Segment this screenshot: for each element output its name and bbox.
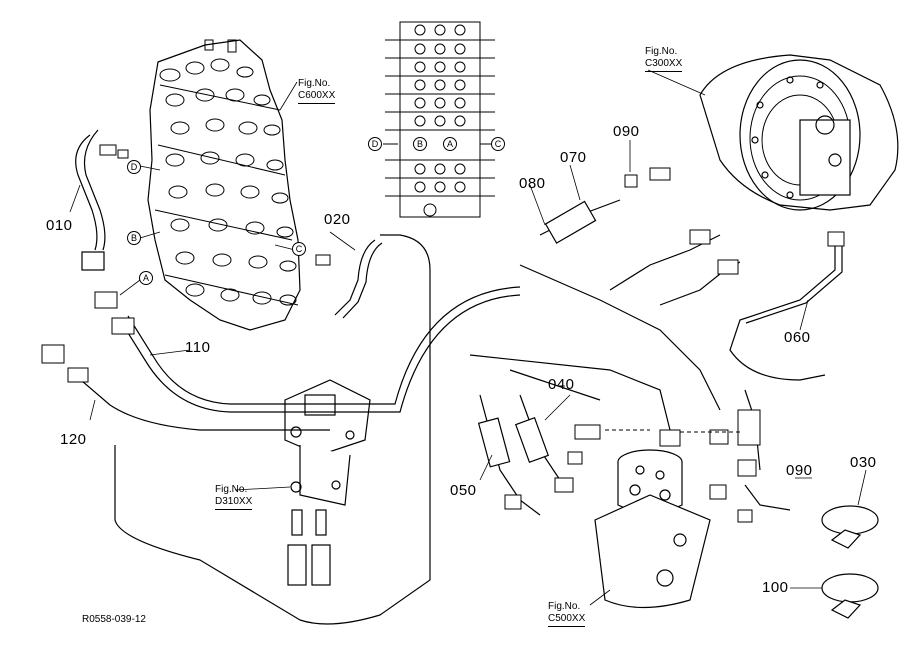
valve-schematic (383, 21, 495, 218)
fig-code: C600XX (298, 90, 336, 104)
part-label-050: 050 (450, 482, 477, 499)
control-valve-assembly (147, 39, 301, 331)
part-label-070: 070 (560, 149, 587, 166)
part-label-110: 110 (185, 339, 211, 356)
swivel-joint (594, 449, 711, 609)
part-label-120: 120 (60, 431, 87, 448)
fig-no-label: Fig.No. (298, 78, 331, 89)
part-label-040: 040 (548, 376, 575, 393)
part-label-010: 010 (46, 217, 73, 234)
figure-ref-swivel-joint: Fig.No. C500XX (548, 601, 586, 627)
fig-code: C300XX (645, 58, 683, 72)
travel-motor (699, 54, 899, 211)
leader-lines (69, 69, 867, 606)
drawing-reference: R0558-039-12 (82, 614, 146, 625)
part-label-080: 080 (519, 175, 546, 192)
fig-code: D310XX (215, 496, 253, 510)
figure-ref-control-valve: Fig.No. C600XX (298, 78, 336, 104)
figure-ref-pilot-valve: Fig.No. D310XX (215, 484, 253, 510)
part-label-030: 030 (850, 454, 877, 471)
part-label-060: 060 (784, 329, 811, 346)
schematic-marker-d: D (368, 137, 382, 151)
part-label-100: 100 (762, 579, 789, 596)
part-label-020: 020 (324, 211, 351, 228)
part-label-090-upper: 090 (613, 123, 640, 140)
hose-clamps (821, 505, 879, 619)
hoses (74, 129, 843, 625)
fig-no-label: Fig.No. (548, 601, 581, 612)
marker-b: B (127, 231, 141, 245)
figure-ref-travel-motor: Fig.No. C300XX (645, 46, 683, 72)
schematic-marker-b: B (413, 137, 427, 151)
fig-no-label: Fig.No. (215, 484, 248, 495)
marker-a: A (139, 271, 153, 285)
fig-no-label: Fig.No. (645, 46, 678, 57)
part-label-090-lower: 090 (786, 462, 813, 479)
pilot-valve (284, 379, 371, 586)
schematic-marker-c: C (491, 137, 505, 151)
fittings (41, 144, 845, 523)
schematic-marker-a: A (443, 137, 457, 151)
marker-c: C (292, 242, 306, 256)
fig-code: C500XX (548, 613, 586, 627)
marker-d: D (127, 160, 141, 174)
